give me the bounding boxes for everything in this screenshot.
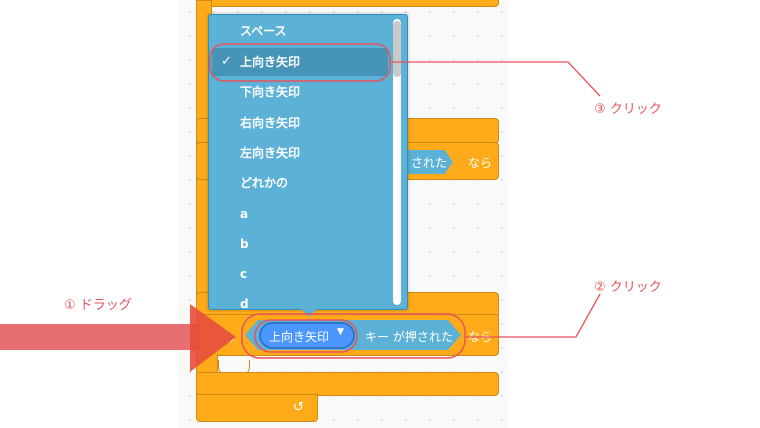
partial-block-top[interactable] (196, 0, 499, 7)
dropdown-scroll-track[interactable] (393, 19, 401, 305)
dropdown-scroll-thumb[interactable] (393, 21, 401, 77)
key-pressed-text: キー が押された (365, 330, 453, 344)
annotation-click-3: ③ クリック (594, 102, 662, 117)
if-block-bottom[interactable] (196, 372, 499, 396)
dropdown-item-space[interactable]: スペース (240, 24, 287, 38)
key-select-value: 上向き矢印 (269, 330, 330, 344)
annotation-click-2: ② クリック (594, 280, 662, 295)
dropdown-item-any[interactable]: どれかの (240, 176, 289, 190)
dropdown-item-c[interactable]: c (240, 267, 248, 281)
key-dropdown-menu[interactable]: スペース ✓ 上向き矢印 下向き矢印 右向き矢印 左向き矢印 どれかの a b … (208, 14, 408, 310)
dropdown-item-up-arrow-label: 上向き矢印 (240, 55, 301, 69)
dropdown-item-up-arrow[interactable]: ✓ 上向き矢印 (212, 48, 388, 76)
dropdown-item-a[interactable]: a (240, 207, 249, 221)
dropdown-item-down-arrow[interactable]: 下向き矢印 (240, 85, 301, 99)
upper-pressed-text: された (411, 156, 448, 170)
check-icon: ✓ (221, 54, 232, 69)
dropdown-item-left-arrow[interactable]: 左向き矢印 (240, 146, 301, 160)
dropdown-item-b[interactable]: b (240, 237, 249, 251)
dropdown-item-right-arrow[interactable]: 右向き矢印 (240, 116, 301, 130)
dropdown-arrow-icon: ▼ (337, 327, 344, 337)
loop-arrow-icon: ↺ (293, 400, 304, 415)
if-text: もし (211, 330, 236, 344)
forever-block-bottom[interactable]: ↺ (196, 394, 318, 422)
annotation-drag: ① ドラッグ (64, 298, 132, 313)
then-text: なら (468, 330, 493, 344)
if-key-pressed-block[interactable]: もし 上向き矢印 ▼ キー が押された なら (196, 314, 499, 356)
dropdown-pointer (300, 308, 318, 317)
dropdown-item-d[interactable]: d (240, 297, 249, 309)
drag-arrow-shaft (0, 324, 200, 350)
upper-then-text: なら (468, 156, 493, 170)
